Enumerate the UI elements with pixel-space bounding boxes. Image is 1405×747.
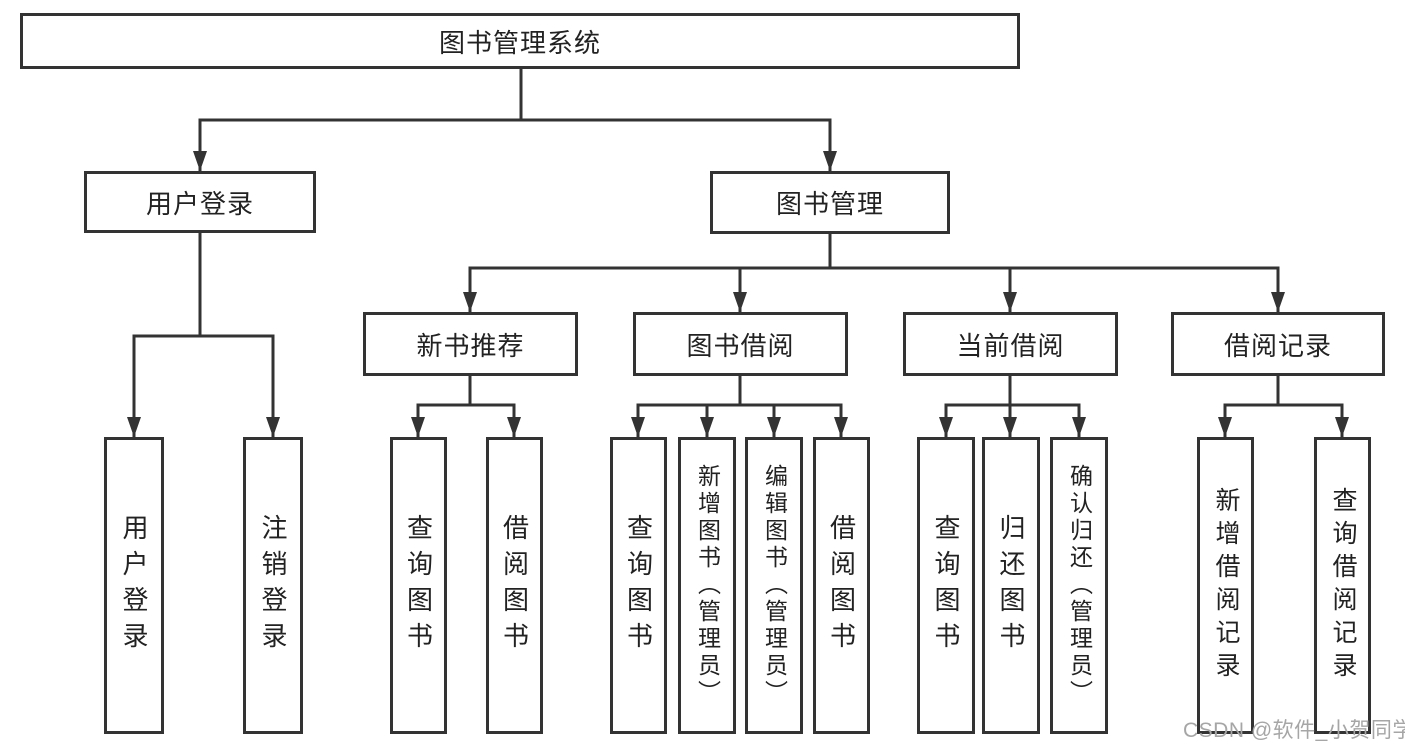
node-label: 查询图书 xyxy=(931,513,961,658)
node-user-login: 用户登录 xyxy=(84,171,316,233)
node-label: 注销登录 xyxy=(258,513,288,658)
leaf-nb-borrow-books: 借阅图书 xyxy=(486,437,543,734)
node-label: 图书管理系统 xyxy=(438,27,601,58)
leaf-nb-query-books: 查询图书 xyxy=(390,437,447,734)
node-label: 查询借阅记录 xyxy=(1329,486,1357,685)
node-label: 编辑图书（管理员） xyxy=(761,464,788,707)
node-label: 图书管理 xyxy=(775,189,884,219)
leaf-cb-return-books: 归还图书 xyxy=(982,437,1040,734)
node-label: 用户登录 xyxy=(119,513,149,658)
node-new-book-recommend: 新书推荐 xyxy=(363,312,578,376)
node-label: 用户登录 xyxy=(145,188,254,219)
node-label: 新增借阅记录 xyxy=(1212,486,1240,685)
node-label: 借阅记录 xyxy=(1223,330,1332,361)
node-root: 图书管理系统 xyxy=(20,13,1020,69)
node-label: 新增图书（管理员） xyxy=(694,464,721,707)
node-label: 新书推荐 xyxy=(416,330,525,361)
node-label: 借阅图书 xyxy=(826,513,857,658)
node-label: 查询图书 xyxy=(623,513,654,658)
leaf-br-query-record: 查询借阅记录 xyxy=(1314,437,1371,734)
leaf-bb-borrow-books: 借阅图书 xyxy=(813,437,870,734)
leaf-bb-query-books: 查询图书 xyxy=(610,437,667,734)
node-label: 当前借阅 xyxy=(956,330,1065,361)
leaf-bb-edit-books-admin: 编辑图书（管理员） xyxy=(745,437,803,734)
watermark: CSDN @软件_小贺同学 xyxy=(1183,719,1405,742)
node-current-borrow: 当前借阅 xyxy=(903,312,1118,376)
leaf-cb-confirm-return-admin: 确认归还（管理员） xyxy=(1050,437,1108,734)
node-label: 借阅图书 xyxy=(499,513,530,658)
leaf-br-add-record: 新增借阅记录 xyxy=(1197,437,1254,734)
leaf-logout: 注销登录 xyxy=(243,437,303,734)
node-label: 归还图书 xyxy=(996,513,1026,658)
node-label: 查询图书 xyxy=(403,513,434,658)
node-label: 确认归还（管理员） xyxy=(1066,464,1093,707)
leaf-cb-query-books: 查询图书 xyxy=(917,437,975,734)
leaf-user-login: 用户登录 xyxy=(104,437,164,734)
node-borrow-records: 借阅记录 xyxy=(1171,312,1385,376)
leaf-bb-add-books-admin: 新增图书（管理员） xyxy=(678,437,736,734)
node-label: 图书借阅 xyxy=(686,330,795,361)
node-book-borrow: 图书借阅 xyxy=(633,312,848,376)
node-book-mgmt: 图书管理 xyxy=(710,171,950,234)
connector-lines xyxy=(127,69,1349,437)
